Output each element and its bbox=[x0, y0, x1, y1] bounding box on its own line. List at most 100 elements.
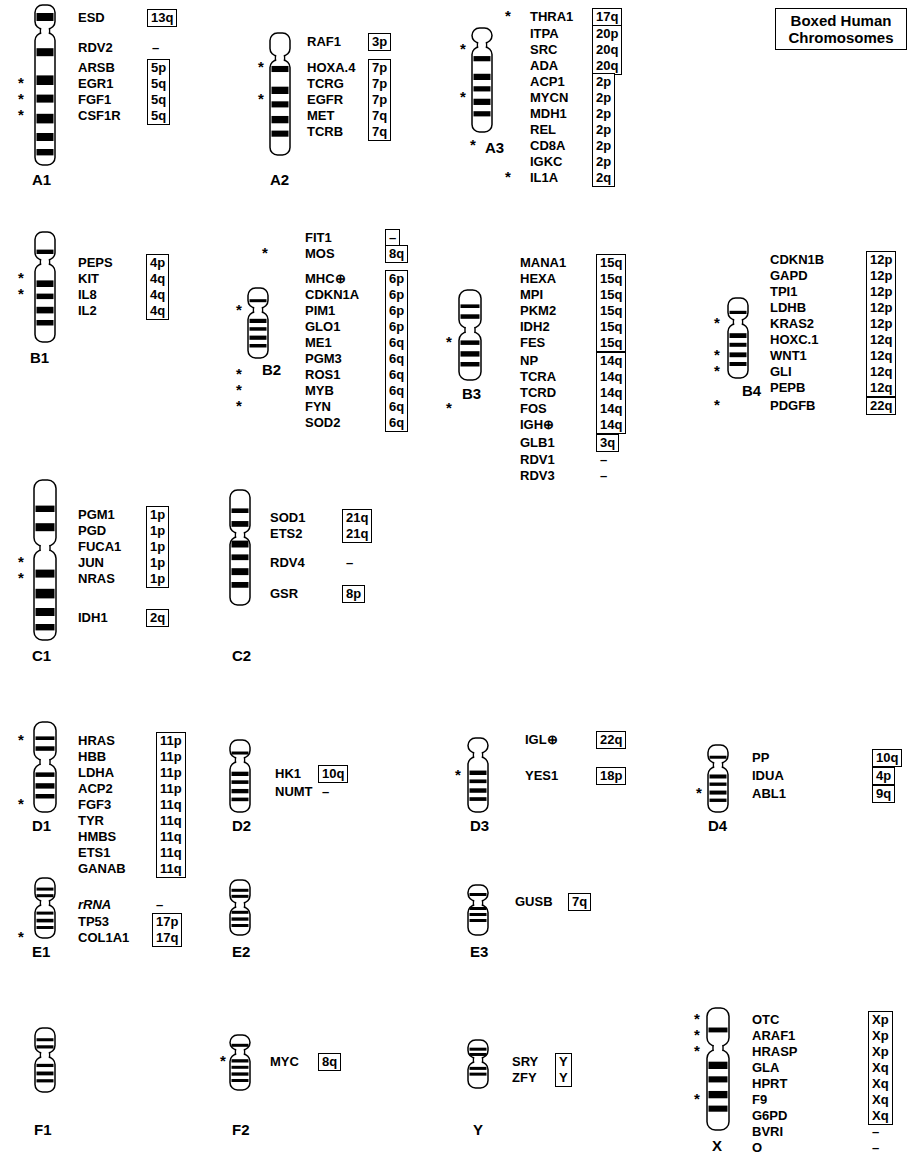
chromosome-band bbox=[36, 570, 55, 578]
chromosome-arm-label: 8q bbox=[389, 246, 404, 262]
chromosome-band bbox=[710, 774, 727, 778]
oncogene-star: * bbox=[714, 347, 720, 363]
chromosome-arm-label: 7q bbox=[572, 894, 587, 910]
human-chromosome-box: 22q bbox=[866, 397, 896, 415]
human-chromosome-box: 4p bbox=[872, 767, 895, 785]
chromosome-arm-label: 11q bbox=[160, 829, 182, 845]
gene-symbol: FYN bbox=[305, 399, 331, 415]
chromosome-band bbox=[250, 336, 267, 340]
chromosome-name: A1 bbox=[32, 172, 51, 188]
oncogene-star: * bbox=[262, 245, 268, 261]
chromosome-arm-label: 5q bbox=[151, 108, 166, 124]
gene-symbol: OTC bbox=[752, 1012, 779, 1028]
gene-symbol: ME1 bbox=[305, 335, 332, 351]
chromosome-arm-label: 3q bbox=[600, 435, 615, 451]
human-chromosome-box: 8q bbox=[385, 245, 408, 263]
chromosome-band bbox=[232, 1044, 249, 1047]
chromosome-arm bbox=[468, 738, 488, 753]
oncogene-star: * bbox=[18, 107, 24, 123]
oncogene-star: * bbox=[460, 89, 466, 105]
chromosome-band bbox=[36, 589, 55, 599]
unassigned-dash: – bbox=[600, 452, 607, 468]
chromosome-arm-label: 18p bbox=[600, 768, 622, 784]
chromosome-arm-label: 17q bbox=[596, 9, 618, 25]
gene-symbol: RDV1 bbox=[520, 452, 555, 468]
human-chromosome-box: 12p12p12p12p12p12q12q12q12q bbox=[866, 251, 896, 397]
chromosome-band bbox=[37, 1079, 54, 1082]
chromosome-arm bbox=[34, 764, 56, 812]
human-chromosome-box: 7q bbox=[568, 893, 591, 911]
chromosome-arm-label: Xq bbox=[872, 1060, 889, 1076]
gene-symbol: PIM1 bbox=[305, 303, 335, 319]
chromosome-arm bbox=[270, 60, 290, 155]
chromosome-arm-label: 6p bbox=[389, 319, 404, 335]
chromosome-band bbox=[709, 1028, 728, 1033]
gene-symbol: SOD1 bbox=[270, 510, 305, 526]
human-chromosome-box: 17p17q bbox=[152, 913, 182, 947]
legend-title: Boxed Human Chromosomes bbox=[782, 12, 900, 46]
chromosome-arm-label: 11p bbox=[160, 749, 182, 765]
chromosome-band bbox=[710, 756, 727, 759]
chromosome-arm-label: 2q bbox=[150, 610, 165, 626]
chromosome-arm bbox=[248, 288, 268, 308]
chromosome-band bbox=[461, 362, 480, 367]
chromosome-arm-label: Y bbox=[559, 1054, 568, 1070]
chromosome-arm-label: 2p bbox=[596, 90, 611, 106]
gene-symbol: HEXA bbox=[520, 271, 556, 287]
chromosome-arm-label: 6p bbox=[389, 287, 404, 303]
gene-symbol: F9 bbox=[752, 1092, 767, 1108]
unassigned-dash: – bbox=[322, 784, 329, 800]
chromosome-name: E3 bbox=[470, 944, 488, 960]
chromosome-band bbox=[470, 797, 487, 801]
chromosome-band bbox=[470, 1073, 487, 1076]
chromosome-band bbox=[37, 1045, 54, 1048]
gene-symbol: MYCN bbox=[530, 90, 568, 106]
gene-symbol: GUSB bbox=[515, 894, 553, 910]
chromosome-arm bbox=[707, 1050, 729, 1130]
human-chromosome-box: 9q bbox=[872, 785, 895, 803]
chromosome-band bbox=[709, 1106, 728, 1112]
oncogene-star: * bbox=[470, 137, 476, 153]
gene-symbol: HPRT bbox=[752, 1076, 787, 1092]
gene-symbol: EGFR bbox=[307, 92, 343, 108]
oncogene-star: * bbox=[18, 554, 24, 570]
legend-box: Boxed Human Chromosomes bbox=[775, 8, 907, 50]
chromosome-band bbox=[232, 568, 249, 575]
chromosome-band bbox=[470, 771, 487, 775]
human-chromosome-box: 22q bbox=[596, 731, 626, 749]
chromosome-band bbox=[232, 789, 249, 793]
gene-symbol: EGR1 bbox=[78, 76, 113, 92]
chromosome-arm-label: 15q bbox=[600, 303, 622, 319]
chromosome-arm-label: 13q bbox=[151, 10, 173, 26]
chromosome-name: B3 bbox=[462, 386, 481, 402]
unassigned-dash: – bbox=[600, 468, 607, 484]
centromere bbox=[478, 40, 487, 50]
human-chromosome-box: 3p bbox=[368, 33, 391, 51]
gene-symbol: IDUA bbox=[752, 768, 784, 784]
oncogene-star: * bbox=[18, 796, 24, 812]
gene-symbol: NP bbox=[520, 353, 538, 369]
oncogene-star: * bbox=[505, 8, 511, 24]
centromere bbox=[41, 26, 50, 36]
chromosome-name: Y bbox=[473, 1122, 483, 1138]
oncogene-star: * bbox=[714, 397, 720, 413]
chromosome-band bbox=[730, 362, 747, 366]
gene-symbol: PGM3 bbox=[305, 351, 342, 367]
chromosome-arm-label: 1p bbox=[150, 571, 165, 587]
chromosome-arm bbox=[468, 1040, 488, 1058]
centromere-fill bbox=[478, 41, 485, 49]
gene-symbol: KRAS2 bbox=[770, 316, 814, 332]
chromosome-arm-label: 12q bbox=[870, 380, 892, 396]
gene-symbol: PEPS bbox=[78, 255, 113, 271]
centromere bbox=[714, 760, 723, 770]
centromere bbox=[40, 543, 50, 553]
human-chromosome-box: 10q bbox=[318, 765, 348, 783]
centromere-fill bbox=[41, 758, 49, 766]
gene-symbol: IL8 bbox=[78, 287, 97, 303]
chromosome-arm bbox=[230, 880, 250, 903]
chromosome-arm bbox=[230, 490, 250, 533]
chromosome-arm bbox=[35, 5, 55, 29]
chromosome-arm-label: 11q bbox=[160, 861, 182, 877]
gene-symbol: ARAF1 bbox=[752, 1028, 795, 1044]
centromere bbox=[734, 317, 743, 327]
